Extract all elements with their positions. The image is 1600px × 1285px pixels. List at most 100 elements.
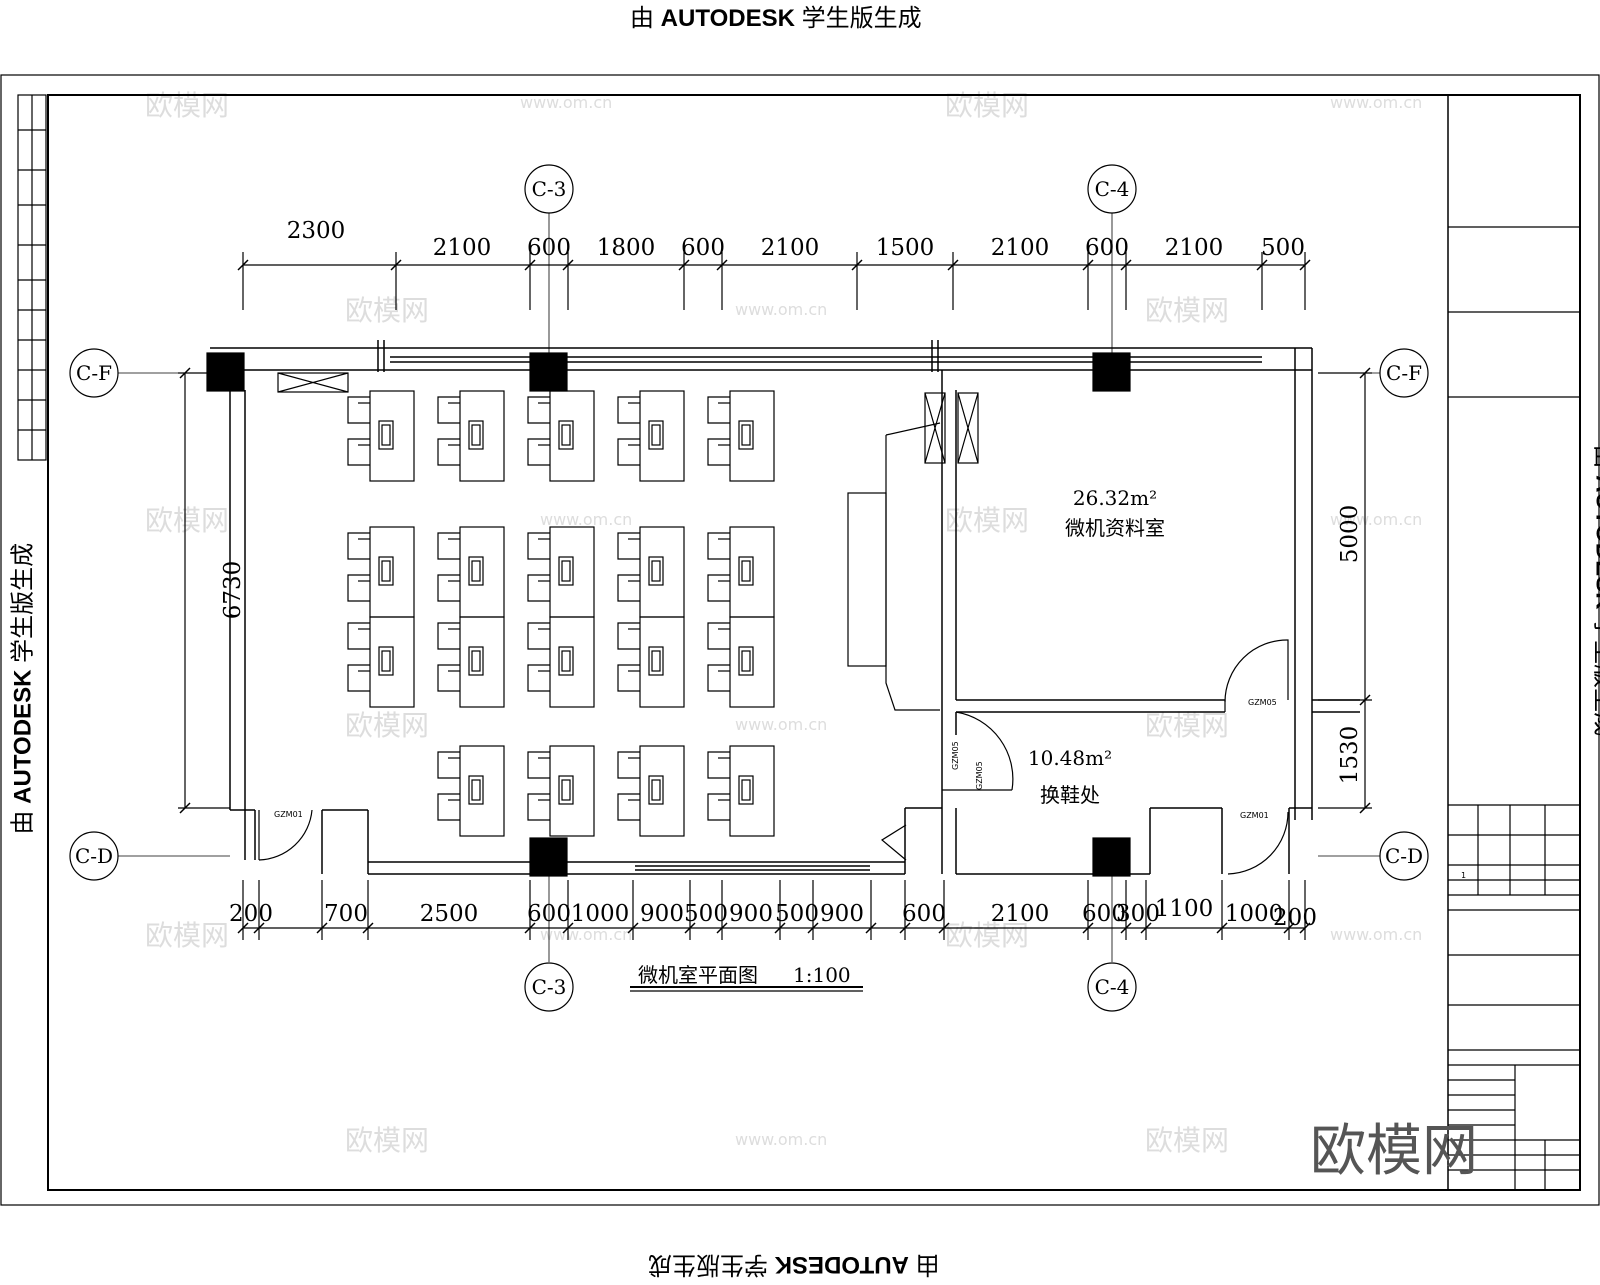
svg-text:2100: 2100 [991,901,1050,927]
svg-text:GZM01: GZM01 [274,810,303,819]
svg-text:欧模网: 欧模网 [145,919,229,952]
svg-text:欧模网: 欧模网 [345,1124,429,1157]
column [1093,353,1130,391]
axis-bubble-cf-left: C-F [70,349,118,397]
svg-text:C-D: C-D [75,844,113,868]
axis-bubble-c4-bottom: C-4 [1088,963,1136,1011]
svg-text:200: 200 [1273,905,1317,931]
column [530,353,567,391]
svg-text:C-3: C-3 [532,975,567,999]
columns [207,353,1130,876]
svg-text:600: 600 [527,235,571,261]
desk-unit [708,617,774,707]
svg-text:C-4: C-4 [1095,177,1130,201]
svg-text:www.om.cn: www.om.cn [735,300,827,319]
axis-bubble-c4-top: C-4 [1088,165,1136,213]
svg-text:GZM05: GZM05 [1248,698,1277,707]
svg-text:1100: 1100 [1155,896,1214,922]
svg-text:6730: 6730 [220,561,246,620]
svg-text:C-3: C-3 [532,177,567,201]
svg-text:1500: 1500 [876,235,935,261]
desk-unit [348,617,414,707]
svg-text:200: 200 [229,901,273,927]
dimension-right: 5000 1530 [1318,368,1372,813]
desk-unit [438,391,504,481]
desk-unit [348,527,414,617]
svg-text:900: 900 [640,901,684,927]
desk-unit [618,527,684,617]
desk-unit [348,391,414,481]
axis-bubble-cf-right: C-F [1380,349,1428,397]
room-area: 10.48m² [1028,746,1112,770]
dimension-chain-bottom: 200 700 2500 600 1000 900 500 900 500 90… [229,880,1317,940]
svg-text:欧模网: 欧模网 [1145,294,1229,327]
svg-text:欧模网: 欧模网 [1145,709,1229,742]
axis-bubble-c3-top: C-3 [525,165,573,213]
room-area: 26.32m² [1073,486,1157,510]
room-labels: 26.32m² 微机资料室 10.48m² 换鞋处 [1028,486,1165,807]
svg-text:www.om.cn: www.om.cn [735,1130,827,1149]
svg-text:GZM01: GZM01 [1240,811,1269,820]
svg-text:C-F: C-F [76,361,112,385]
svg-text:C-4: C-4 [1095,975,1130,999]
axis-bubble-cd-right: C-D [1380,832,1428,880]
desk-unit [438,527,504,617]
axis-bubble-c3-bottom: C-3 [525,963,573,1011]
column [1093,838,1130,876]
svg-text:2300: 2300 [287,218,346,244]
svg-text:900: 900 [820,901,864,927]
desk-unit [618,617,684,707]
drawing-title: 微机室平面图 1:100 [630,963,863,991]
svg-text:600: 600 [527,901,571,927]
desk-unit [708,527,774,617]
svg-text:900: 900 [729,901,773,927]
svg-text:欧模网: 欧模网 [345,709,429,742]
svg-text:600: 600 [1085,235,1129,261]
svg-text:www.om.cn: www.om.cn [1330,925,1422,944]
desk-unit [438,617,504,707]
svg-text:500: 500 [775,901,819,927]
om-logo-watermark: 欧模网 [1310,1119,1478,1184]
svg-text:欧模网: 欧模网 [145,504,229,537]
room-name: 微机资料室 [1065,516,1165,540]
svg-text:1530: 1530 [1337,726,1363,785]
title-block: 1 [1448,95,1580,1190]
svg-text:1: 1 [1461,871,1466,880]
desk-unit [708,391,774,481]
svg-text:1000: 1000 [571,901,630,927]
dimension-left: 6730 [178,368,246,813]
svg-text:C-D: C-D [1385,844,1423,868]
desk-unit [528,617,594,707]
room-name: 换鞋处 [1040,783,1100,807]
svg-text:5000: 5000 [1337,505,1363,564]
column [207,353,244,391]
svg-text:欧模网: 欧模网 [145,89,229,122]
desk-unit [708,746,774,836]
desk-unit [528,746,594,836]
svg-text:www.om.cn: www.om.cn [735,715,827,734]
desk-unit [528,527,594,617]
svg-text:2500: 2500 [420,901,479,927]
svg-text:GZM05: GZM05 [951,741,960,770]
desk-unit [618,746,684,836]
svg-text:GZM05: GZM05 [975,761,984,790]
teacher-platform [848,423,940,710]
svg-text:欧模网: 欧模网 [945,89,1029,122]
duct-boxes [925,393,978,463]
svg-text:2100: 2100 [1165,235,1224,261]
svg-text:欧模网: 欧模网 [1145,1124,1229,1157]
svg-text:600: 600 [681,235,725,261]
svg-text:2100: 2100 [761,235,820,261]
equipment-box [278,373,348,392]
desk-unit [618,391,684,481]
computer-desks [348,391,774,836]
svg-text:微机室平面图: 微机室平面图 [638,963,758,987]
svg-text:www.om.cn: www.om.cn [540,510,632,529]
svg-text:欧模网: 欧模网 [345,294,429,327]
svg-text:600: 600 [902,901,946,927]
svg-text:300: 300 [1116,901,1160,927]
svg-text:2100: 2100 [433,235,492,261]
column [530,838,567,876]
svg-text:2100: 2100 [991,235,1050,261]
